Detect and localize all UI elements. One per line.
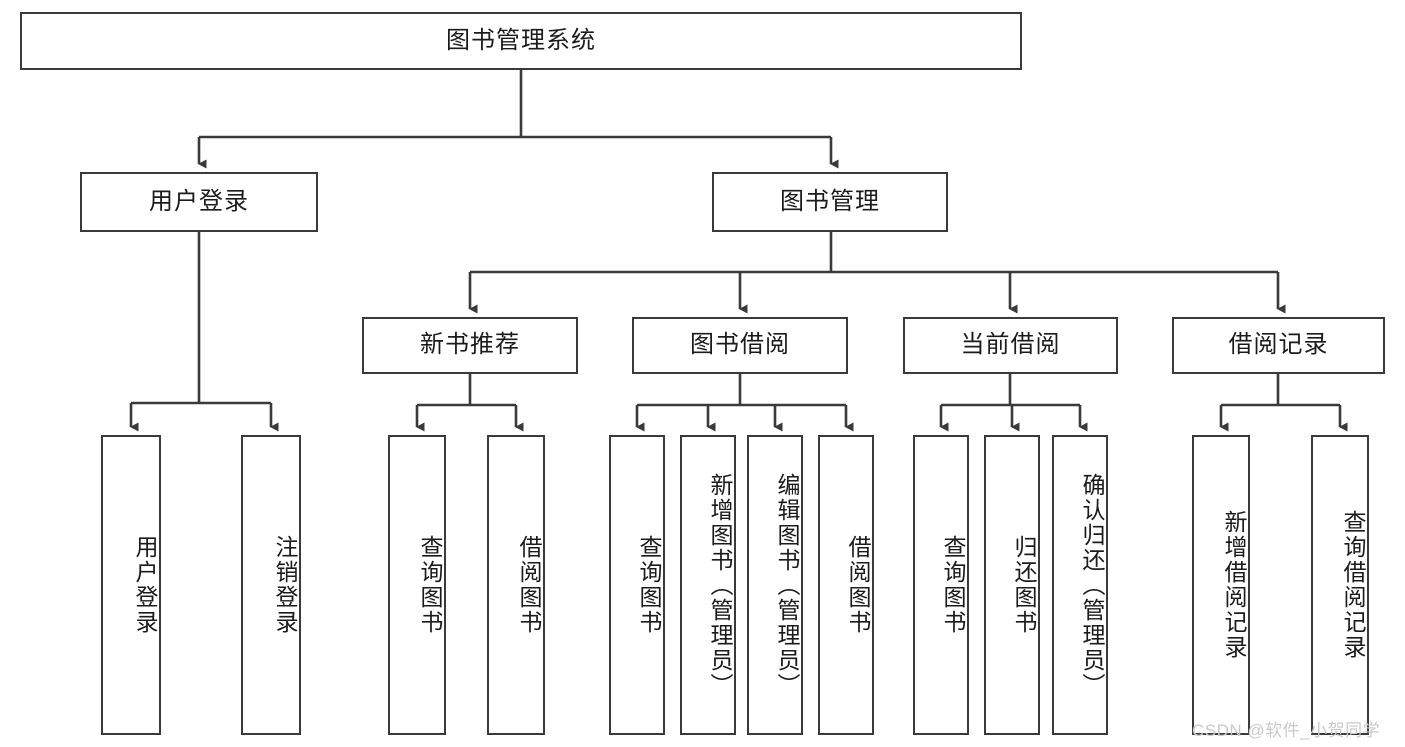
leaf-borrow-book-nbr[interactable]: 借阅图书 [487, 435, 545, 735]
node-new-book-recommend-label: 新书推荐 [420, 331, 520, 359]
leaf-query-book-cb[interactable]: 查询图书 [913, 435, 969, 735]
leaf-add-borrow-record[interactable]: 新增借阅记录 [1192, 435, 1250, 735]
leaf-query-book-cb-label: 查询图书 [940, 535, 966, 635]
node-user-login[interactable]: 用户登录 [80, 172, 318, 232]
leaf-borrow-book-bb-label: 借阅图书 [845, 535, 871, 635]
leaf-confirm-return-admin-label: 确认归还（管理员） [1079, 472, 1105, 698]
leaf-borrow-book-nbr-label: 借阅图书 [516, 535, 542, 635]
leaf-query-borrow-record-label: 查询借阅记录 [1340, 510, 1366, 660]
node-root-label: 图书管理系统 [446, 26, 596, 54]
node-new-book-recommend[interactable]: 新书推荐 [362, 317, 578, 374]
leaf-add-book-admin[interactable]: 新增图书（管理员） [680, 435, 736, 735]
leaf-query-book-nbr[interactable]: 查询图书 [388, 435, 446, 735]
node-root[interactable]: 图书管理系统 [20, 12, 1022, 70]
node-book-borrow-label: 图书借阅 [690, 331, 790, 359]
node-user-login-label: 用户登录 [149, 187, 249, 215]
leaf-query-book-nbr-label: 查询图书 [417, 535, 443, 635]
node-current-borrow-label: 当前借阅 [960, 331, 1061, 359]
node-borrow-record-label: 借阅记录 [1228, 331, 1329, 359]
leaf-query-book-bb-label: 查询图书 [636, 535, 662, 635]
leaf-edit-book-admin[interactable]: 编辑图书（管理员） [747, 435, 803, 735]
csdn-watermark: CSDN @软件_小贺同学 [1192, 721, 1381, 740]
leaf-edit-book-admin-label: 编辑图书（管理员） [774, 472, 800, 698]
leaf-user-login-label: 用户登录 [132, 535, 158, 635]
leaf-query-book-bb[interactable]: 查询图书 [609, 435, 665, 735]
node-book-borrow[interactable]: 图书借阅 [632, 317, 848, 374]
node-book-management-label: 图书管理 [780, 187, 880, 215]
leaf-add-borrow-record-label: 新增借阅记录 [1221, 510, 1247, 660]
node-book-management[interactable]: 图书管理 [712, 172, 948, 232]
node-current-borrow[interactable]: 当前借阅 [903, 317, 1118, 374]
leaf-confirm-return-admin[interactable]: 确认归还（管理员） [1052, 435, 1108, 735]
leaf-logout[interactable]: 注销登录 [241, 435, 301, 735]
leaf-borrow-book-bb[interactable]: 借阅图书 [818, 435, 874, 735]
leaf-return-book[interactable]: 归还图书 [984, 435, 1040, 735]
leaf-logout-label: 注销登录 [272, 535, 298, 635]
node-borrow-record[interactable]: 借阅记录 [1172, 317, 1385, 374]
leaf-return-book-label: 归还图书 [1011, 535, 1037, 635]
leaf-user-login[interactable]: 用户登录 [101, 435, 161, 735]
leaf-add-book-admin-label: 新增图书（管理员） [707, 472, 733, 698]
leaf-query-borrow-record[interactable]: 查询借阅记录 [1311, 435, 1369, 735]
